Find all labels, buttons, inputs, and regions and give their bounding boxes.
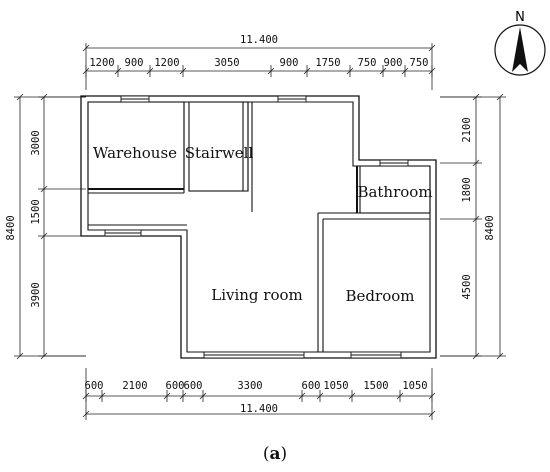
caption-letter: a xyxy=(269,444,281,464)
right-total-dimension: 8400 xyxy=(484,215,496,240)
top-segment-labels: 1200 900 1200 3050 900 1750 750 900 750 xyxy=(89,57,428,69)
room-label-bedroom: Bedroom xyxy=(346,287,415,305)
room-label-stairwell: Stairwell xyxy=(185,144,254,162)
dim-label: 3000 xyxy=(30,130,42,155)
north-arrow-needle xyxy=(512,27,528,72)
north-arrow: N xyxy=(494,10,546,76)
dim-label: 4500 xyxy=(461,274,473,299)
dim-label: 3900 xyxy=(30,282,42,307)
caption-open: ( xyxy=(262,444,270,464)
windows xyxy=(104,95,409,359)
dim-label: 1200 xyxy=(154,57,179,69)
left-segment-labels: 3000 1500 3900 xyxy=(30,130,42,307)
north-label: N xyxy=(515,10,525,25)
dim-label: 2100 xyxy=(461,117,473,142)
dim-label: 600 xyxy=(166,380,185,392)
dim-label: 1750 xyxy=(315,57,340,69)
dim-label: 1200 xyxy=(89,57,114,69)
dim-label: 2100 xyxy=(122,380,147,392)
right-dimension-lines xyxy=(440,93,506,360)
caption-close: ) xyxy=(280,444,288,464)
north-arrow-circle xyxy=(494,24,546,76)
dim-label: 900 xyxy=(280,57,299,69)
dim-label: 1500 xyxy=(30,199,42,224)
dim-label: 600 xyxy=(184,380,203,392)
top-total-dimension: 11.400 xyxy=(240,34,278,46)
bottom-total-dimension: 11.400 xyxy=(240,403,278,415)
figure-caption: (a) xyxy=(0,444,550,464)
dim-label: 1050 xyxy=(402,380,427,392)
left-total-dimension: 8400 xyxy=(5,215,17,240)
dim-label: 750 xyxy=(410,57,429,69)
room-label-bathroom: Bathroom xyxy=(357,183,432,201)
dim-label: 3300 xyxy=(237,380,262,392)
walls xyxy=(80,95,437,359)
dim-label: 600 xyxy=(302,380,321,392)
top-dimension-lines xyxy=(82,43,436,90)
dim-label: 1800 xyxy=(461,177,473,202)
room-label-warehouse: Warehouse xyxy=(93,144,177,162)
dim-label: 900 xyxy=(125,57,144,69)
bottom-dimension-lines xyxy=(82,368,436,420)
right-segment-labels: 2100 1800 4500 xyxy=(461,117,473,299)
dim-label: 3050 xyxy=(214,57,239,69)
dim-label: 600 xyxy=(85,380,104,392)
room-label-living-room: Living room xyxy=(211,286,303,304)
dim-label: 750 xyxy=(358,57,377,69)
dim-label: 1050 xyxy=(323,380,348,392)
dim-label: 900 xyxy=(384,57,403,69)
bottom-segment-labels: 600 2100 600 600 3300 600 1050 1500 1050 xyxy=(85,380,428,392)
left-dimension-lines xyxy=(14,93,86,360)
dim-label: 1500 xyxy=(363,380,388,392)
